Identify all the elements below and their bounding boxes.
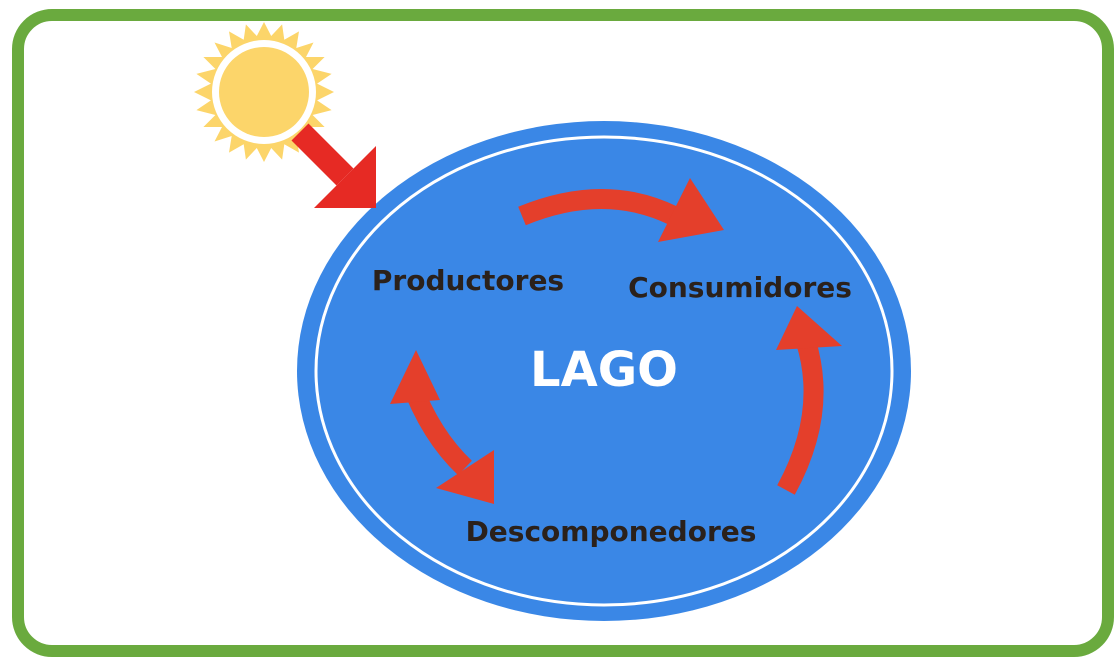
cycle-arrow-icon	[518, 178, 724, 242]
cycle-arrow-icon	[776, 306, 842, 495]
decomposers-label: Descomponedores	[466, 515, 757, 548]
cycle-arrow-icon	[390, 350, 494, 504]
lake-label: LAGO	[530, 342, 678, 398]
sun-icon	[194, 22, 334, 162]
producers-label: Productores	[372, 264, 564, 297]
sunlight-arrow-icon	[291, 123, 376, 208]
lake	[297, 121, 911, 621]
consumers-label: Consumidores	[628, 271, 852, 304]
